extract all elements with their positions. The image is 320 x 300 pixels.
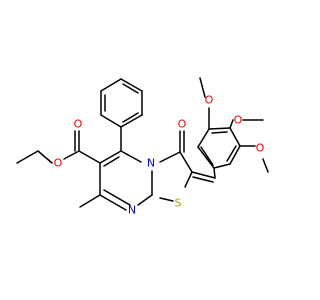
methoxy-top-oxygen-label: O <box>205 94 214 107</box>
pyrimidine-nitrogen-label: N <box>128 204 136 217</box>
lactam-oxygen-label: O <box>178 118 187 131</box>
atom-labels: O O O N N S O O O <box>54 94 265 217</box>
ester-ether-oxygen-label: O <box>54 157 63 170</box>
bond-skeleton <box>16 77 269 211</box>
methoxy-right-oxygen-label: O <box>256 142 265 155</box>
thiazole-sulfur-label: S <box>175 197 182 210</box>
methoxy-middle-oxygen-label: O <box>234 114 243 127</box>
ester-carbonyl-oxygen-label: O <box>74 118 83 131</box>
junction-nitrogen-label: N <box>147 157 155 170</box>
molecule-structure: O O O N N S O O O <box>16 77 269 217</box>
